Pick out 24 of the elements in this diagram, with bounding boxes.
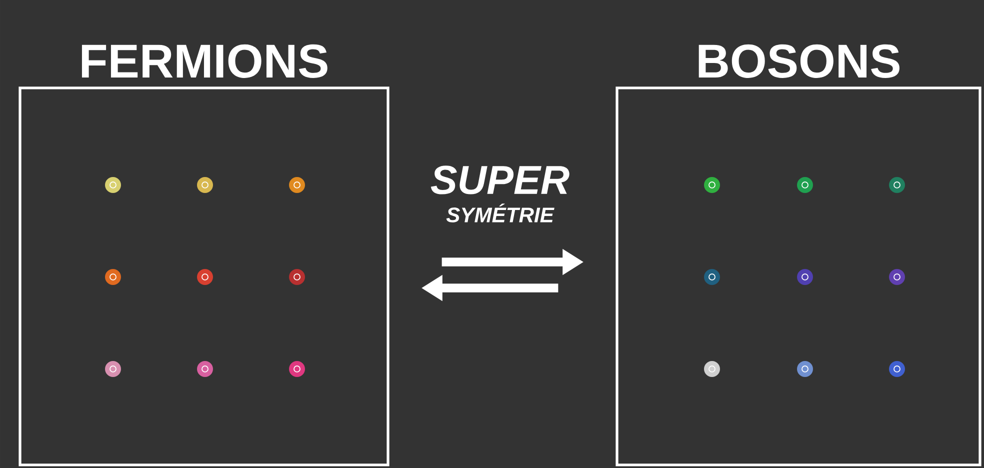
particle-dot [704,177,720,193]
node-label: BOSONS [698,44,900,78]
particle-dot [797,177,813,193]
panel-box: BOSONS [616,44,982,466]
particle-dot [197,269,213,285]
particle-dot [197,361,213,377]
heading-text: SYMÉTRIE [446,204,554,222]
heading-text: SUPER [430,166,570,194]
particle-dot [197,177,213,193]
particle-dot [797,361,813,377]
particle-dot [797,269,813,285]
particle-dot [704,361,720,377]
particle-dot [289,177,305,193]
particle-dot [105,177,121,193]
node-label: FERMIONS [82,44,328,78]
particle-dot [105,361,121,377]
panel-box: FERMIONS [18,44,390,466]
particle-dot [289,269,305,285]
particle-dot [889,361,905,377]
particle-dot [289,361,305,377]
particle-dot [704,269,720,285]
particle-dot [889,269,905,285]
particle-dot [105,269,121,285]
particle-dot [889,177,905,193]
